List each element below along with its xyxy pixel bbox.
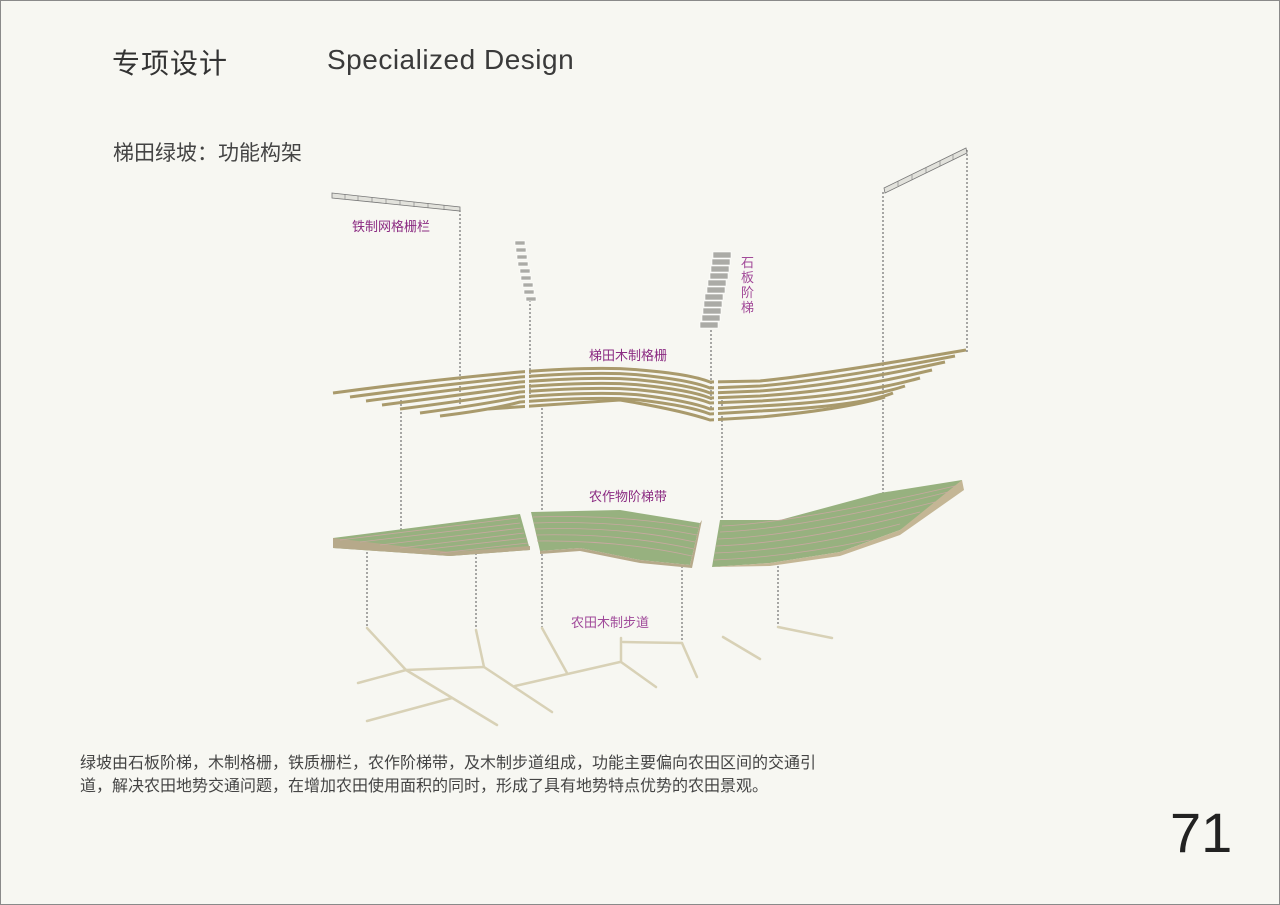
wood-path xyxy=(356,625,834,727)
label-wood-grid: 梯田木制格栅 xyxy=(589,349,668,364)
label-crop-band: 农作物阶梯带 xyxy=(589,490,668,505)
label-stone-stairs: 石板阶梯 xyxy=(741,256,755,316)
page-number: 71 xyxy=(1170,801,1233,864)
page-title-en: Specialized Design xyxy=(327,44,575,75)
stone-stairs-left xyxy=(514,240,537,302)
iron-fence-right xyxy=(883,147,968,194)
label-iron-fence: 铁制网格栅栏 xyxy=(352,220,431,235)
crop-band xyxy=(333,480,964,568)
iron-fence-left xyxy=(331,192,461,212)
page-title-cn: 专项设计 xyxy=(112,47,229,80)
description-text: 绿坡由石板阶梯，木制格栅，铁质栅栏，农作阶梯带，及木制步道组成，功能主要偏向农田… xyxy=(80,753,817,795)
wood-grid xyxy=(332,348,967,422)
wood-grid-gaps xyxy=(525,368,718,425)
guide-lines xyxy=(366,150,968,643)
stone-stairs-right xyxy=(699,251,732,329)
section-subtitle: 梯田绿坡：功能构架 xyxy=(113,141,302,165)
label-wood-path: 农田木制步道 xyxy=(571,616,650,631)
